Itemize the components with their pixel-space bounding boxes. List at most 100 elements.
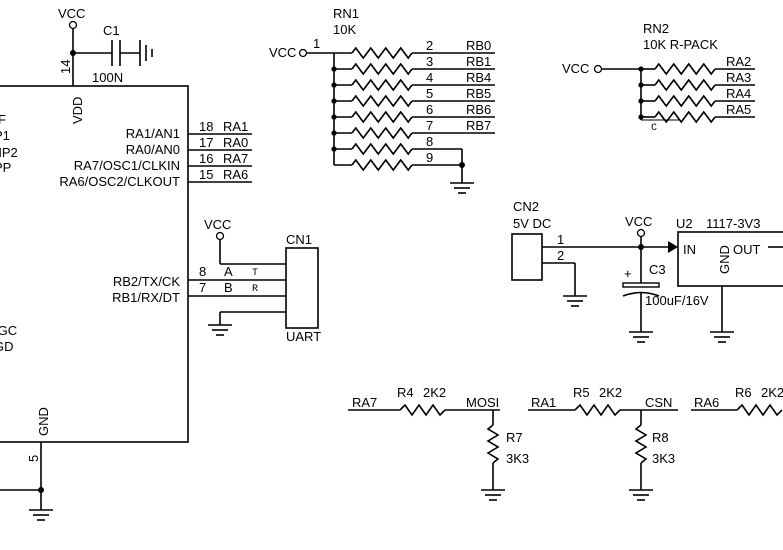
mcu-pin-name: RB2/TX/CK	[113, 274, 181, 289]
u2-gnd-label: GND	[717, 245, 732, 274]
mcu-vcc-label: VCC	[58, 6, 85, 21]
rn1-resistor	[351, 62, 413, 76]
c3-plate-top	[622, 282, 660, 288]
c3-ref: C3	[649, 262, 666, 277]
rn1-resistor-row: 8	[331, 134, 462, 156]
ground-symbol	[449, 182, 475, 194]
rn1-pin-num: 6	[426, 102, 433, 117]
rn1-resistor	[351, 126, 413, 140]
rn1-common-pin: 1	[313, 36, 320, 51]
rn1-pin-num: 2	[426, 38, 433, 53]
rn1-net-label: RB6	[466, 102, 491, 117]
cn2-ref: CN2	[513, 199, 539, 214]
r5-r8-divider: RA1 R5 2K2 CSN R8 3K3	[528, 385, 678, 501]
rn1-net-label: RB7	[466, 118, 491, 133]
ground-symbol	[709, 331, 735, 343]
r5-value: 2K2	[599, 385, 622, 400]
cn1-ref: CN1	[286, 232, 312, 247]
rn2-vcc-label: VCC	[562, 61, 589, 76]
r4-left-net: RA7	[352, 395, 377, 410]
ground-symbol	[628, 331, 654, 343]
mcu-left-label: MP2	[0, 145, 18, 160]
u2-ref: U2	[676, 216, 693, 231]
r5-left-net: RA1	[531, 395, 556, 410]
rn1-resistor	[351, 46, 413, 60]
mcu-pin-name: RA6/OSC2/CLKOUT	[59, 174, 180, 189]
rn1-pin-num: 9	[426, 150, 433, 165]
rn1-resistor-row: 6 RB6	[331, 102, 495, 124]
r7-value: 3K3	[506, 451, 529, 466]
rn1-resistor	[351, 158, 413, 172]
rn1-resistor-row: 5 RB5	[331, 86, 495, 108]
resistor-r6	[736, 403, 783, 417]
connector-cn1: CN1 UART VCC A B T R	[188, 217, 321, 344]
mcu-pin-num: 17	[199, 135, 213, 150]
cn1-name: UART	[286, 329, 321, 344]
mcu-left-label: /GC	[0, 323, 17, 338]
u2-out-label: OUT	[733, 242, 761, 257]
mcu-net-label: RA7	[223, 151, 248, 166]
rn2-net-label: RA4	[726, 86, 751, 101]
u2-in-label: IN	[683, 242, 696, 257]
rn1-pin-num: 5	[426, 86, 433, 101]
r4-r7-divider: RA7 R4 2K2 MOSI R7 3K3	[348, 385, 529, 501]
mcu-u1: VCC 14 VDD F P1 MP2 PP /GC GD RA1/AN1 RA…	[0, 6, 252, 521]
mcu-net-label: RA0	[223, 135, 248, 150]
u2-body	[677, 231, 783, 287]
rn1-resistor	[351, 94, 413, 108]
cn1-pin-tag: T	[252, 268, 258, 279]
r8-value: 3K3	[652, 451, 675, 466]
c1-value: 100N	[92, 70, 123, 85]
mcu-pin-num: 7	[199, 280, 206, 295]
uart-signal-a: A	[224, 264, 233, 279]
arrow-right-icon	[668, 241, 678, 253]
ground-symbol	[28, 509, 54, 521]
r4-value: 2K2	[423, 385, 446, 400]
ground-symbol	[207, 324, 233, 336]
rn1-net-label: RB0	[466, 38, 491, 53]
resistor-r5	[574, 403, 621, 417]
capacitor-c1: C1 100N	[73, 23, 153, 85]
r6-partial: RA6 R6 2K2	[691, 385, 783, 417]
mcu-left-label: F	[0, 112, 6, 127]
uart-signal-b: B	[224, 280, 233, 295]
rn2-resistor-row: RA2	[638, 54, 755, 76]
mcu-vdd-label: VDD	[70, 97, 85, 124]
cn2-value: 5V DC	[513, 216, 551, 231]
rn2-resistor	[654, 62, 716, 76]
cn1-vcc-label: VCC	[204, 217, 231, 232]
cn1-body	[285, 247, 319, 329]
rn2-resistor	[654, 78, 716, 92]
rn2-resistor-row: RA5	[638, 102, 755, 124]
mcu-pin-num: 8	[199, 264, 206, 279]
resistor-r8	[634, 424, 648, 464]
mcu-pin-name: RA0/AN0	[126, 142, 180, 157]
rn1-pin-num: 3	[426, 54, 433, 69]
r5-ref: R5	[573, 385, 590, 400]
rn2-resistor	[654, 94, 716, 108]
c3-value: 100uF/16V	[645, 293, 709, 308]
rn2-value: 10K R-PACK	[643, 37, 718, 52]
cn2-pin-num: 1	[557, 232, 564, 247]
mcu-pin-name: RB1/RX/DT	[112, 290, 180, 305]
mcu-gnd-label: GND	[36, 407, 51, 436]
rn1-net-label: RB4	[466, 70, 491, 85]
c3-plate-bottom	[622, 291, 660, 297]
mcu-left-label: PP	[0, 160, 11, 175]
rn2-resistor-row: RA3	[638, 70, 755, 92]
cn2-pin-num: 2	[557, 248, 564, 263]
rn1-vcc-label: VCC	[269, 45, 296, 60]
rn1-value: 10K	[333, 22, 356, 37]
rn1-resistor	[351, 142, 413, 156]
r7-ref: R7	[506, 430, 523, 445]
r8-ref: R8	[652, 430, 669, 445]
mcu-gnd-pin-num: 5	[26, 455, 41, 462]
rn1-resistor-row: 9	[334, 150, 462, 172]
rn1-net-label: RB5	[466, 86, 491, 101]
rn2-resistor	[654, 110, 716, 124]
resistor-r4	[399, 403, 446, 417]
